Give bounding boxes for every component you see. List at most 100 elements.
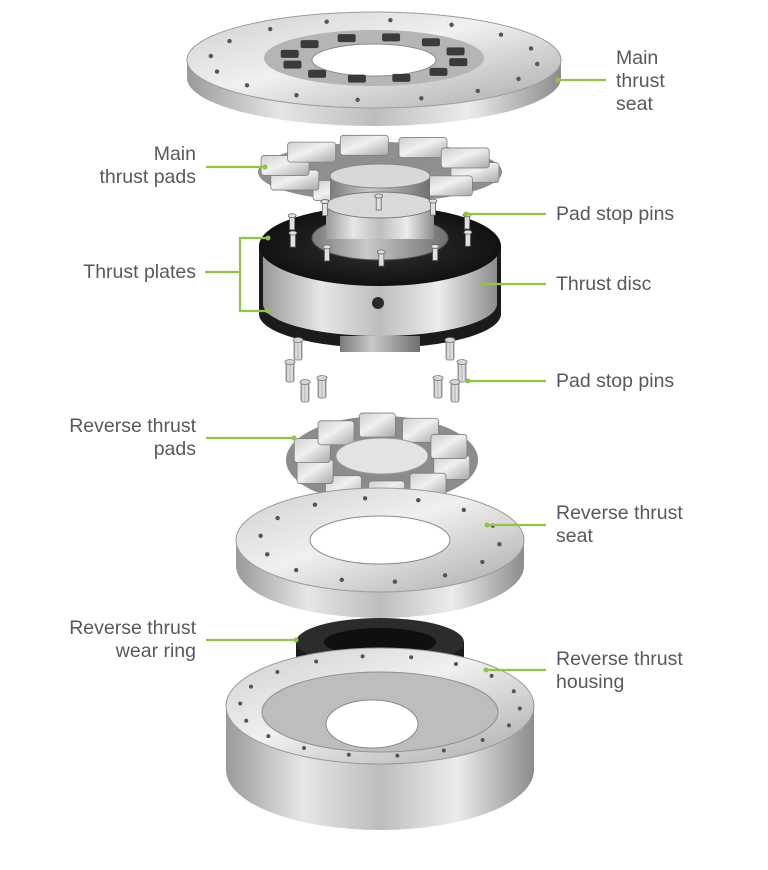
stop-pin-head [377, 250, 385, 254]
slot-hole [348, 75, 366, 83]
stop-pin-head [450, 380, 460, 385]
slot-hole [382, 33, 400, 41]
stop-pin-head [464, 230, 472, 234]
bolt-hole [244, 719, 248, 723]
bolt-hole [275, 670, 279, 674]
bolt-hole [512, 689, 516, 693]
bolt-hole [314, 660, 318, 664]
bolt-hole [347, 753, 351, 757]
part-reverse-thrust-seat [236, 488, 524, 618]
bolt-hole [476, 89, 480, 93]
bolt-hole [497, 542, 501, 546]
bolt-hole [393, 579, 397, 583]
stop-pin [451, 382, 459, 402]
bolt-hole [215, 69, 219, 73]
bolt-hole [268, 27, 272, 31]
bolt-hole [454, 662, 458, 666]
bolt-hole [209, 54, 213, 58]
pad-segment [424, 176, 472, 196]
bolt-hole [294, 93, 298, 97]
label-line: Main [616, 47, 665, 70]
pad-segment [318, 421, 354, 445]
label-thrust-plates: Thrust plates [83, 261, 196, 284]
pad-segment [340, 135, 388, 155]
bolt-hole [324, 20, 328, 24]
label-thrust-disc: Thrust disc [556, 273, 651, 296]
stop-pin-head [300, 380, 310, 385]
stop-pin-head [289, 231, 297, 235]
label-line: Reverse thrust [556, 648, 683, 671]
bolt-hole [518, 706, 522, 710]
part-main-thrust-seat [187, 12, 561, 126]
pad-segment [431, 434, 467, 458]
stop-pin [294, 340, 302, 360]
bolt-hole [507, 723, 511, 727]
bolt-hole [302, 746, 306, 750]
bolt-hole [529, 46, 533, 50]
bolt-hole [294, 568, 298, 572]
stop-pin [458, 362, 466, 382]
stop-pin-head [323, 245, 331, 249]
label-reverse-thrust-pads: Reverse thrust pads [69, 415, 196, 461]
label-reverse-thrust-wear-ring: Reverse thrust wear ring [69, 617, 196, 663]
label-line: thrust [616, 70, 665, 93]
stop-pin-head [429, 199, 437, 203]
stop-pin-head [321, 200, 329, 204]
bolt-hole [313, 503, 317, 507]
bolt-hole [416, 498, 420, 502]
bolt-hole [419, 96, 423, 100]
slot-hole [447, 47, 465, 55]
bolt-hole [340, 578, 344, 582]
bolt-hole [388, 18, 392, 22]
pad-segment [399, 138, 447, 158]
stop-pin-head [445, 338, 455, 343]
bolt-hole [245, 83, 249, 87]
label-line: Main [100, 143, 196, 166]
bolt-hole [409, 655, 413, 659]
slot-hole [422, 38, 440, 46]
bolt-hole [490, 674, 494, 678]
bolt-hole [480, 560, 484, 564]
bolt-hole [227, 39, 231, 43]
part-reverse-thrust-housing [226, 648, 534, 830]
bolt-hole [481, 738, 485, 742]
slot-hole [283, 61, 301, 69]
bolt-hole [462, 508, 466, 512]
slot-hole [392, 74, 410, 82]
label-pad-stop-pins-lower: Pad stop pins [556, 370, 674, 393]
bolt-hole [249, 685, 253, 689]
label-line: Reverse thrust [69, 617, 196, 640]
stop-pin [318, 378, 326, 398]
bolt-hole [443, 573, 447, 577]
bolt-hole [238, 702, 242, 706]
bolt-hole [516, 77, 520, 81]
bolt-hole [355, 98, 359, 102]
stop-pin [434, 378, 442, 398]
slot-hole [301, 40, 319, 48]
label-line: Reverse thrust [69, 415, 196, 438]
bolt-hole [363, 496, 367, 500]
slot-hole [429, 68, 447, 76]
pad-segment [288, 142, 336, 162]
label-line: thrust pads [100, 166, 196, 189]
stop-pin-head [431, 244, 439, 248]
label-main-thrust-seat: Main thrust seat [616, 47, 665, 116]
label-line: seat [556, 525, 683, 548]
slot-hole [449, 58, 467, 66]
bolt-hole [275, 516, 279, 520]
bolt-hole [535, 62, 539, 66]
stop-pin-head [293, 338, 303, 343]
pad-segment [359, 413, 395, 437]
stop-pin-head [457, 360, 467, 365]
stop-pin-head [285, 360, 295, 365]
stop-pin-head [288, 214, 296, 218]
label-reverse-thrust-housing: Reverse thrust housing [556, 648, 683, 694]
label-main-thrust-pads: Main thrust pads [100, 143, 196, 189]
stop-pin [446, 340, 454, 360]
bolt-hole [442, 748, 446, 752]
stop-pin [301, 382, 309, 402]
label-reverse-thrust-seat: Reverse thrust seat [556, 502, 683, 548]
stop-pin-head [317, 376, 327, 381]
stop-pin-head [433, 376, 443, 381]
slot-hole [281, 50, 299, 58]
